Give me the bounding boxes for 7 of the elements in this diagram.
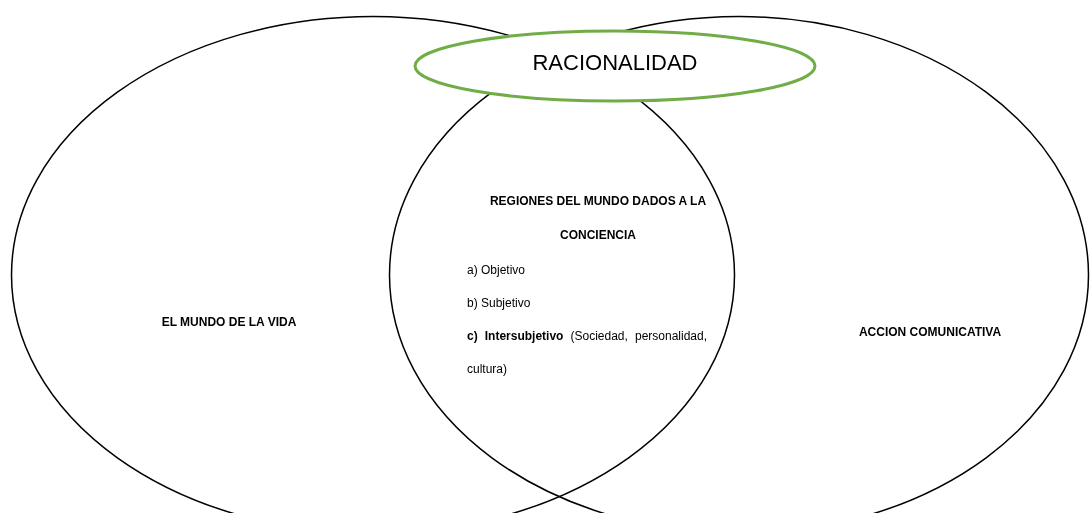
ellipse-label: RACIONALIDAD — [532, 48, 698, 77]
list-item: a) Objetivo — [467, 262, 527, 279]
list-item: b) Subjetivo — [467, 295, 532, 312]
heading-text: REGIONES DEL MUNDO DADOS A LA CONCIENCIA — [488, 193, 708, 244]
ellipse-label: ACCION COMUNICATIVA — [858, 324, 1002, 341]
list-item: c) Intersubjetivo (Sociedad, personalidad, cultura) — [467, 328, 708, 378]
ellipse-label: EL MUNDO DE LA VIDA — [161, 314, 297, 331]
